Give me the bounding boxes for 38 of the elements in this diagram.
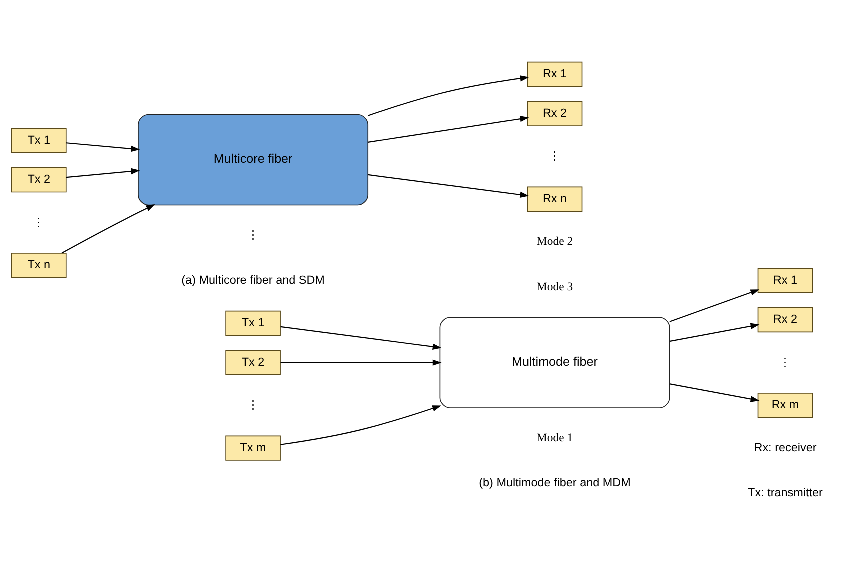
arrow	[368, 174, 530, 198]
arrow	[670, 322, 760, 342]
node-box: Tx 1	[12, 128, 67, 153]
node-box: Multimode fiber	[440, 316, 670, 408]
label: Mode 3	[536, 280, 574, 293]
label: Mode 1	[536, 430, 574, 444]
label: (b) Multimode fiber and MDM	[479, 476, 631, 490]
arrow	[368, 116, 530, 142]
label: (a) Multicore fiber and SDM	[182, 273, 325, 286]
node-box: Tx m	[226, 435, 281, 460]
node-box: Rx 2	[758, 307, 814, 332]
node-box: Rx 2	[527, 100, 583, 126]
node-box: Rx 1	[758, 268, 814, 293]
node-box: Tx 2	[12, 167, 67, 192]
node-box: Multicore fiber	[138, 114, 369, 206]
label: ⋮	[33, 215, 46, 228]
label: Rx: receiver	[754, 440, 817, 454]
arrow	[280, 359, 442, 366]
node-box: Tx n	[12, 252, 67, 278]
label: ⋮	[780, 355, 792, 368]
arrow	[280, 326, 442, 350]
label: Tx: transmitter	[748, 486, 823, 500]
arrow	[280, 405, 442, 445]
node-box: Rx 1	[527, 61, 583, 87]
arrow	[66, 142, 140, 152]
arrow	[670, 383, 760, 402]
arrow	[62, 204, 156, 254]
arrow	[670, 289, 760, 322]
label: ⋮	[247, 228, 260, 242]
arrow	[66, 168, 140, 178]
node-box: Rx n	[527, 186, 583, 212]
label: Mode 2	[536, 234, 574, 248]
label: ⋮	[549, 149, 562, 162]
label: ⋮	[247, 398, 260, 412]
node-box: Tx 2	[226, 350, 281, 375]
arrow	[368, 75, 530, 116]
node-box: Rx m	[758, 392, 814, 418]
node-box: Tx 1	[226, 310, 281, 336]
